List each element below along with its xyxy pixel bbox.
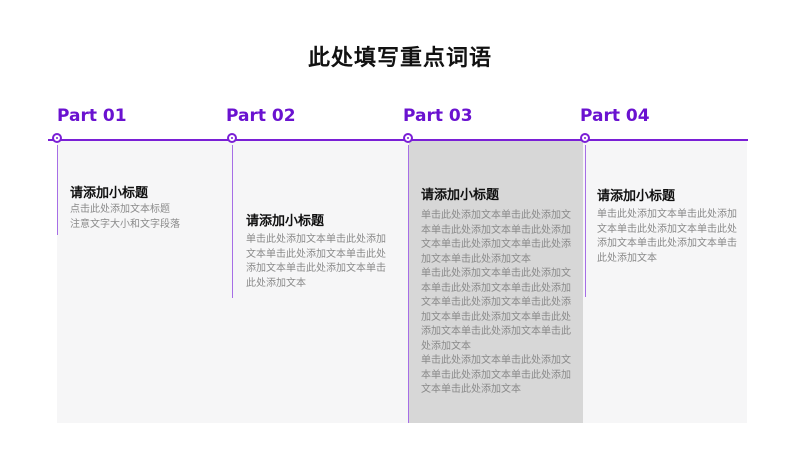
- part-01-body: 点击此处添加文本标题 注意文字大小和文字段落: [70, 204, 180, 230]
- timeline-background-panel: [57, 140, 747, 423]
- connector-line-04: [585, 145, 586, 297]
- timeline-node-03: [403, 133, 413, 143]
- timeline-axis: [48, 139, 748, 141]
- part-03-label: Part 03: [403, 106, 473, 126]
- part-04-subtitle: 请添加小标题: [597, 189, 676, 204]
- part-01-label: Part 01: [57, 106, 127, 126]
- connector-line-01: [57, 145, 58, 235]
- timeline-node-02: [227, 133, 237, 143]
- connector-line-03: [408, 145, 409, 423]
- part-04-body: 单击此处添加文本单击此处添加 文本单击此处添加文本单击此处 添加文本单击此处添加…: [597, 209, 737, 264]
- part-02-body: 单击此处添加文本单击此处添加 文本单击此处添加文本单击此处 添加文本单击此处添加…: [246, 234, 386, 289]
- part-03-subtitle: 请添加小标题: [421, 188, 500, 203]
- timeline-node-04: [580, 133, 590, 143]
- part-02-subtitle: 请添加小标题: [246, 214, 325, 229]
- part-03-body: 单击此处添加文本单击此处添加文 本单击此处添加文本单击此处添加 文本单击此处添加…: [421, 210, 571, 395]
- highlight-panel-part-03: [409, 140, 583, 423]
- part-02-label: Part 02: [226, 106, 296, 126]
- timeline-node-01: [52, 133, 62, 143]
- part-04-label: Part 04: [580, 106, 650, 126]
- part-01-subtitle: 请添加小标题: [70, 186, 149, 201]
- page-title: 此处填写重点词语: [307, 46, 492, 71]
- connector-line-02: [232, 145, 233, 298]
